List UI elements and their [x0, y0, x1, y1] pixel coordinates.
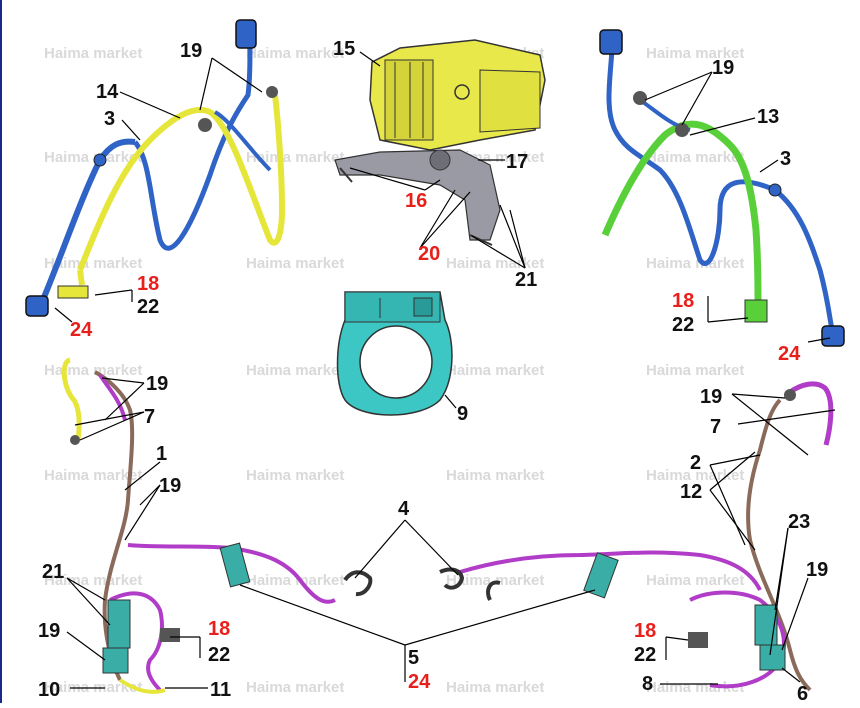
- callout-18: 18: [137, 273, 159, 295]
- rear-left-harness: [61, 357, 373, 694]
- callout-19: 19: [806, 559, 828, 581]
- watermark: Haima market: [646, 45, 744, 62]
- watermark: Haima market: [44, 362, 142, 379]
- callout-18: 18: [672, 290, 694, 312]
- leader-lines: [54, 51, 836, 689]
- tone-ring-sensor: [336, 291, 453, 416]
- callout-16: 16: [405, 190, 427, 212]
- callout-23: 23: [788, 511, 810, 533]
- callout-22: 22: [672, 314, 694, 336]
- callout-21: 21: [42, 561, 64, 583]
- callout-3: 3: [104, 108, 115, 130]
- watermark: Haima market: [44, 45, 142, 62]
- watermark: Haima market: [646, 255, 744, 272]
- watermark: Haima market: [446, 255, 544, 272]
- watermark: Haima market: [446, 362, 544, 379]
- callout-19: 19: [38, 620, 60, 642]
- callout-6: 6: [797, 683, 808, 703]
- callout-labels: 19 14 3 18 22 24 15 17 16 20 21 19 13 3 …: [38, 38, 828, 705]
- callout-11: 11: [210, 679, 231, 701]
- callout-18: 18: [634, 620, 656, 642]
- callout-1: 1: [156, 443, 167, 465]
- front-left-harness: [25, 19, 286, 317]
- callout-18: 18: [208, 618, 230, 640]
- callout-22: 22: [208, 644, 230, 666]
- callout-19: 19: [180, 40, 202, 62]
- callout-19: 19: [159, 475, 181, 497]
- callout-19: 19: [700, 386, 722, 408]
- watermark: Haima market: [44, 255, 142, 272]
- front-right-harness: [599, 29, 845, 347]
- watermark: Haima market: [44, 572, 142, 589]
- callout-17: 17: [506, 151, 528, 173]
- callout-21: 21: [515, 269, 537, 291]
- callout-3: 3: [780, 148, 791, 170]
- callout-5: 5: [408, 647, 419, 669]
- watermark: Haima market: [646, 149, 744, 166]
- watermark: Haima market: [44, 149, 142, 166]
- callout-13: 13: [757, 106, 779, 128]
- watermark: Haima market: [646, 572, 744, 589]
- watermark: Haima market: [446, 467, 544, 484]
- callout-4: 4: [398, 498, 410, 520]
- callout-20: 20: [418, 243, 440, 265]
- watermark: Haima market: [44, 467, 142, 484]
- callout-12: 12: [680, 481, 702, 503]
- callout-24: 24: [408, 671, 431, 693]
- watermark: Haima market: [646, 362, 744, 379]
- callout-7: 7: [710, 416, 721, 438]
- callout-22: 22: [634, 644, 656, 666]
- watermark: Haima market: [646, 679, 744, 696]
- watermark: Haima market: [246, 255, 344, 272]
- watermark: Haima market: [646, 467, 744, 484]
- callout-22: 22: [137, 296, 159, 318]
- callout-9: 9: [457, 403, 468, 425]
- callout-7: 7: [144, 406, 155, 428]
- callout-10: 10: [38, 679, 60, 701]
- watermark: Haima market: [446, 679, 544, 696]
- callout-15: 15: [333, 38, 355, 60]
- callout-19: 19: [712, 57, 734, 79]
- callout-2: 2: [690, 452, 701, 474]
- watermark: Haima market: [246, 467, 344, 484]
- watermark: Haima market: [246, 149, 344, 166]
- watermark: Haima market: [246, 572, 344, 589]
- watermark: Haima market: [246, 45, 344, 62]
- watermark: Haima market: [246, 679, 344, 696]
- callout-14: 14: [96, 81, 119, 103]
- callout-8: 8: [642, 673, 653, 695]
- rear-right-harness: [439, 381, 834, 692]
- callout-19: 19: [146, 373, 168, 395]
- watermark: Haima market: [246, 362, 344, 379]
- callout-24: 24: [778, 343, 801, 365]
- callout-24: 24: [70, 319, 93, 341]
